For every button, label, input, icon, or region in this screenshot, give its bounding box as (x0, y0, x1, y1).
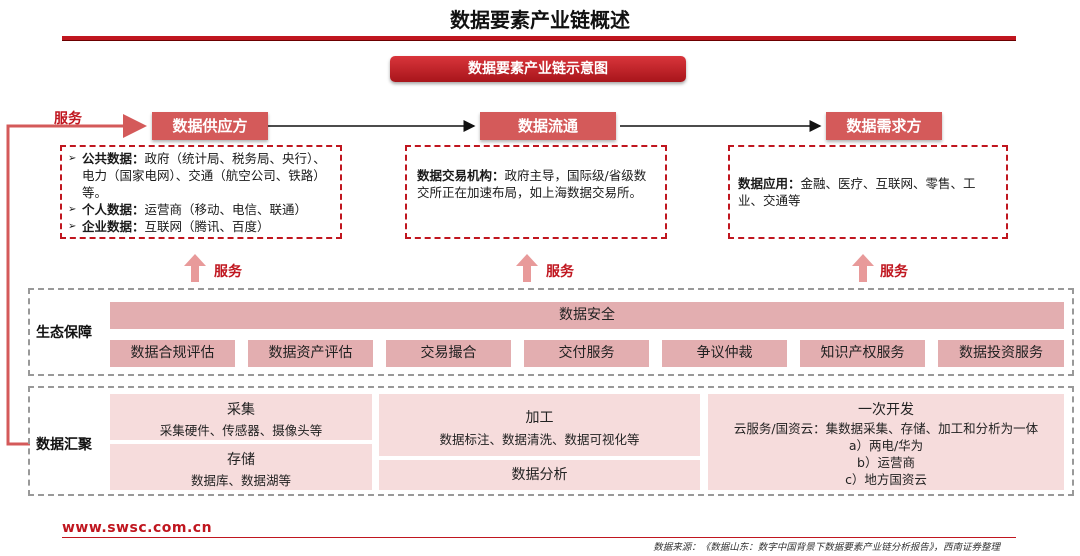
node-data-supply: 数据供应方 (152, 112, 268, 140)
diagram-banner: 数据要素产业链示意图 (390, 56, 686, 82)
up-arrow-icon (184, 254, 206, 282)
supply-item-label: 个人数据： (82, 202, 145, 217)
bullet-arrow-icon: ➢ (68, 153, 77, 164)
supply-item-text: 运营商（移动、电信、联通） (144, 202, 308, 217)
node-data-demand: 数据需求方 (826, 112, 942, 140)
supply-item-public: ➢ 公共数据：政府（统计局、税务局、央行）、电力（国家电网）、交通（航空公司、铁… (68, 150, 334, 201)
title-divider (62, 36, 1016, 40)
supply-item-label: 公共数据： (82, 151, 145, 166)
processing-title: 加工 (525, 410, 554, 426)
node-data-circulation: 数据流通 (480, 112, 616, 140)
supply-detail-box: ➢ 公共数据：政府（统计局、税务局、央行）、电力（国家电网）、交通（航空公司、铁… (60, 145, 342, 239)
processing-block: 加工 数据标注、数据清洗、数据可视化等 (379, 394, 700, 456)
primary-development-line: 云服务/国资云：集数据采集、存储、加工和分析为一体 (733, 421, 1039, 436)
supply-item-personal: ➢ 个人数据：运营商（移动、电信、联通） (68, 201, 334, 218)
primary-development-title: 一次开发 (858, 402, 914, 418)
eco-service-asset-assessment: 数据资产评估 (248, 340, 373, 367)
circulation-text: 政府主导，国际级/省级数交所正在加速布局，如上海数据交易所。 (417, 168, 647, 200)
service-label-supply: 服务 (214, 264, 242, 280)
up-arrow-icon (852, 254, 874, 282)
title-divider-shadow (62, 40, 1016, 41)
eco-service-ip: 知识产权服务 (800, 340, 925, 367)
acquisition-title: 采集 (227, 402, 255, 418)
supply-item-enterprise: ➢ 企业数据：互联网（腾讯、百度） (68, 218, 334, 235)
up-arrow-icon (516, 254, 538, 282)
data-security-bar: 数据安全 (110, 302, 1064, 329)
primary-development-line: a）两电/华为 (848, 438, 924, 453)
ecosystem-section (28, 288, 1074, 376)
bullet-arrow-icon: ➢ (68, 221, 77, 232)
footer-url: www.swsc.com.cn (62, 520, 213, 536)
footer-source: 数据来源：《数据山东：数字中国背景下数据要素产业链分析报告》，西南证券整理 (653, 542, 1000, 553)
demand-text: 金融、医疗、互联网、零售、工业、交通等 (738, 176, 976, 208)
data-collection-section (28, 386, 1074, 496)
eco-service-delivery: 交付服务 (524, 340, 649, 367)
footer-divider (62, 537, 1016, 538)
data-collection-label: 数据汇聚 (36, 437, 92, 453)
service-label-circulation: 服务 (546, 264, 574, 280)
storage-title: 存储 (227, 452, 255, 468)
acquisition-subtitle: 采集硬件、传感器、摄像头等 (159, 423, 323, 438)
bullet-arrow-icon: ➢ (68, 204, 77, 215)
ecosystem-label: 生态保障 (36, 325, 92, 341)
supply-item-text: 互联网（腾讯、百度） (144, 219, 270, 234)
page-title: 数据要素产业链概述 (450, 8, 630, 32)
eco-service-matching: 交易撮合 (386, 340, 511, 367)
storage-subtitle: 数据库、数据湖等 (190, 473, 291, 488)
circulation-label: 数据交易机构： (417, 168, 505, 183)
supply-item-label: 企业数据： (82, 219, 145, 234)
service-label-top: 服务 (54, 111, 82, 127)
processing-subtitle: 数据标注、数据清洗、数据可视化等 (439, 432, 640, 447)
acquisition-block: 采集 采集硬件、传感器、摄像头等 (110, 394, 372, 440)
service-label-demand: 服务 (880, 264, 908, 280)
service-loop-arrow (6, 114, 147, 446)
eco-service-compliance: 数据合规评估 (110, 340, 235, 367)
data-analysis-block: 数据分析 (379, 460, 700, 490)
eco-service-arbitration: 争议仲裁 (662, 340, 787, 367)
demand-detail-box: 数据应用：金融、医疗、互联网、零售、工业、交通等 (728, 145, 1008, 239)
circulation-detail-box: 数据交易机构：政府主导，国际级/省级数交所正在加速布局，如上海数据交易所。 (405, 145, 667, 239)
primary-development-line: b）运营商 (857, 455, 915, 470)
demand-label: 数据应用： (738, 176, 801, 191)
storage-block: 存储 数据库、数据湖等 (110, 444, 372, 490)
primary-development-block: 一次开发 云服务/国资云：集数据采集、存储、加工和分析为一体 a）两电/华为 b… (708, 394, 1064, 490)
supply-item-text: 政府（统计局、税务局、央行）、电力（国家电网）、交通（航空公司、铁路）等。 (82, 151, 326, 200)
primary-development-line: c）地方国资云 (845, 472, 927, 487)
eco-service-investment: 数据投资服务 (938, 340, 1064, 367)
